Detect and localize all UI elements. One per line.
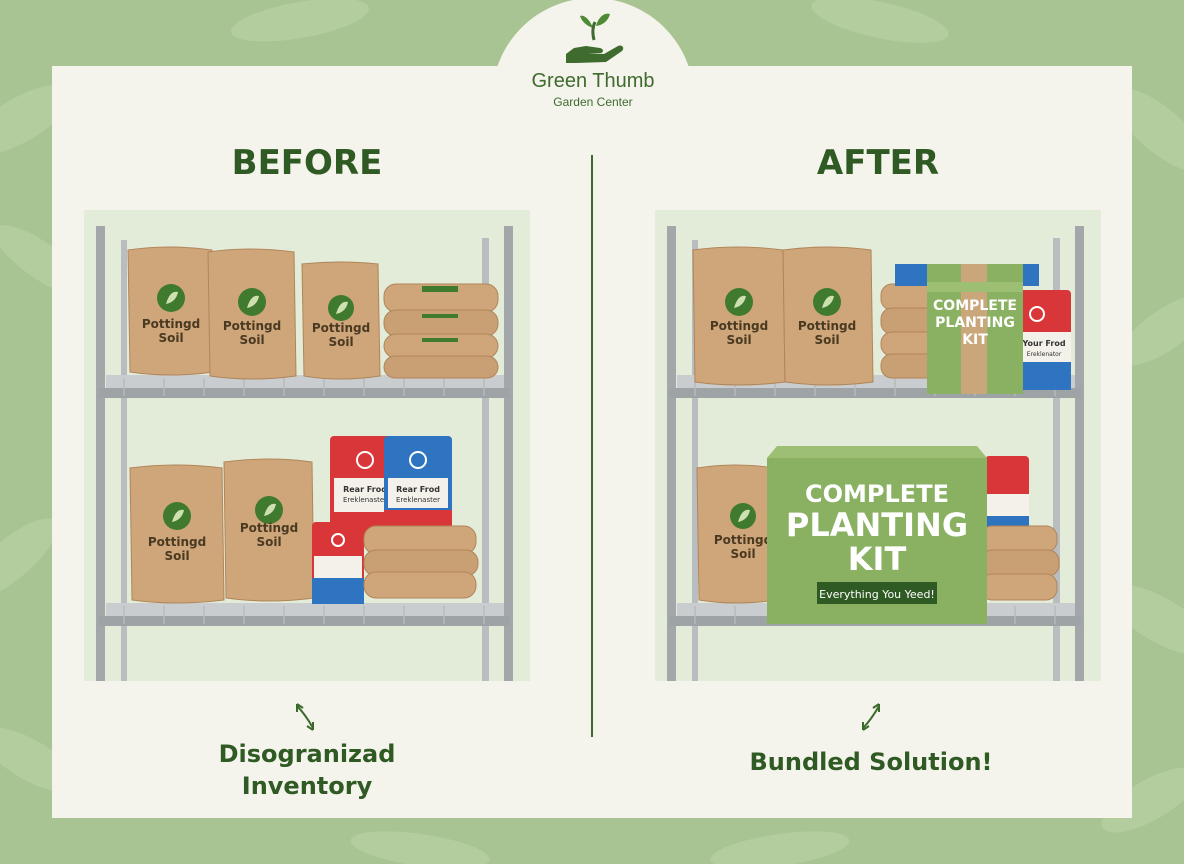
plant-food-bag-blue: Rear Frod Ereklenaster [384, 436, 452, 536]
soil-bag: Pottingd Soil [696, 464, 778, 604]
plant-food-bag-red [985, 456, 1029, 536]
brand-name: Green Thumb [531, 70, 655, 92]
svg-text:Soil: Soil [726, 333, 751, 347]
stacked-soil-bags [383, 283, 499, 379]
soil-bag: Pottingd Soil [301, 261, 381, 380]
svg-text:Pottingd: Pottingd [798, 319, 856, 333]
after-caption: Bundled Solution! [749, 748, 993, 776]
plant-food-bag-red: Your Frod Ereklenator [1017, 290, 1071, 390]
svg-text:Pottingd: Pottingd [240, 521, 298, 535]
center-divider [591, 155, 593, 737]
svg-text:Soil: Soil [814, 333, 839, 347]
svg-text:COMPLETE: COMPLETE [933, 298, 1017, 314]
svg-text:Rear Frod: Rear Frod [343, 485, 387, 494]
stacked-soil-bags [363, 525, 479, 599]
svg-text:KIT: KIT [962, 332, 988, 348]
soil-bag: Pottingd Soil [692, 246, 786, 386]
svg-text:Rear Frod: Rear Frod [396, 485, 440, 494]
before-caption: Disogranizad Inventory [84, 738, 530, 802]
stacked-soil-bags [980, 525, 1060, 601]
svg-text:Pottingd: Pottingd [142, 317, 200, 331]
svg-text:Soil: Soil [328, 335, 353, 349]
before-shelf-illustration: Pottingd Soil Pottingd Soil Pottingd Soi… [84, 210, 530, 681]
soil-bag: Pottingd Soil [127, 246, 215, 376]
planting-kit-box-small: COMPLETE PLANTING KIT [927, 264, 1023, 394]
soil-bag: Pottingd Soil [129, 464, 225, 604]
after-shelf-illustration: Pottingd Soil Pottingd Soil Your Frod Er… [655, 210, 1101, 681]
planting-kit-box-large: COMPLETE PLANTING KIT Everything You Yee… [767, 446, 987, 624]
after-heading: AFTER [816, 143, 940, 183]
soil-bag: Pottingd Soil [782, 246, 874, 386]
svg-text:PLANTING: PLANTING [786, 506, 968, 544]
svg-text:PLANTING: PLANTING [935, 315, 1015, 331]
svg-text:KIT: KIT [848, 540, 907, 578]
swap-arrows-icon [296, 703, 314, 731]
svg-text:Soil: Soil [158, 331, 183, 345]
svg-text:Pottingd: Pottingd [148, 535, 206, 549]
svg-text:Soil: Soil [730, 547, 755, 561]
before-caption-line2: Inventory [241, 772, 373, 800]
plant-food-bag-small [312, 522, 364, 604]
hand-with-sprout-icon [566, 13, 624, 63]
svg-text:Everything You Yeed!: Everything You Yeed! [819, 588, 935, 601]
soil-bag: Pottingd Soil [223, 458, 315, 602]
svg-text:Your Frod: Your Frod [1021, 339, 1065, 348]
svg-text:Ereklenaster: Ereklenaster [396, 496, 440, 504]
svg-text:Pottingd: Pottingd [223, 319, 281, 333]
svg-text:Pottingd: Pottingd [710, 319, 768, 333]
svg-text:Soil: Soil [164, 549, 189, 563]
svg-text:Pottingd: Pottingd [714, 533, 772, 547]
brand-subtitle: Garden Center [553, 95, 633, 109]
svg-text:Soil: Soil [239, 333, 264, 347]
before-heading: BEFORE [231, 143, 383, 183]
before-caption-line1: Disogranizad [218, 740, 396, 768]
svg-text:Soil: Soil [256, 535, 281, 549]
svg-text:Pottingd: Pottingd [312, 321, 370, 335]
svg-text:Ereklenaster: Ereklenaster [343, 496, 387, 504]
swap-arrows-icon [862, 703, 880, 731]
svg-text:COMPLETE: COMPLETE [805, 480, 949, 508]
soil-bag: Pottingd Soil [207, 248, 297, 380]
svg-text:Ereklenator: Ereklenator [1027, 351, 1062, 358]
